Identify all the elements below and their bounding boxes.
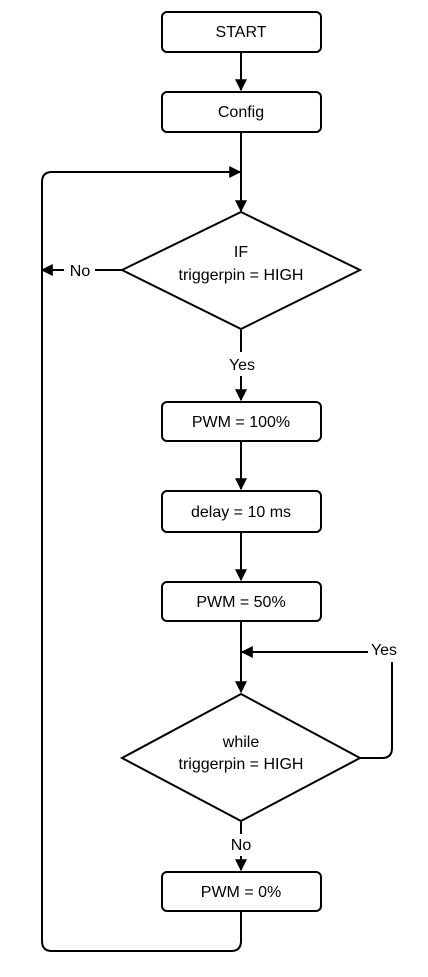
- while-no-label: No: [231, 837, 252, 854]
- node-pwm-0: PWM = 0%: [161, 871, 322, 912]
- start-label: START: [216, 24, 267, 41]
- node-while-decision: while triggerpin = HIGH: [119, 692, 363, 823]
- while-yes-label: Yes: [371, 642, 397, 659]
- node-delay: delay = 10 ms: [161, 490, 322, 533]
- node-pwm-50: PWM = 50%: [161, 581, 322, 622]
- node-config: Config: [161, 91, 322, 133]
- delay-label: delay = 10 ms: [191, 504, 291, 521]
- pwm-100-box: [161, 401, 322, 442]
- while-label-line2: triggerpin = HIGH: [179, 756, 304, 773]
- pwm-0-box: [161, 871, 322, 912]
- pwm-100-label: PWM = 100%: [192, 414, 290, 431]
- if-yes-label: Yes: [229, 357, 255, 374]
- if-label-line1: IF: [234, 244, 248, 261]
- node-pwm-100: PWM = 100%: [161, 401, 322, 442]
- while-label-line1: while: [222, 734, 260, 751]
- if-label-line2: triggerpin = HIGH: [179, 267, 304, 284]
- pwm-50-label: PWM = 50%: [196, 594, 285, 611]
- if-diamond: [119, 210, 363, 331]
- node-if-decision: IF triggerpin = HIGH: [119, 210, 363, 331]
- edges: [40, 52, 393, 952]
- if-no-label: No: [70, 263, 91, 280]
- while-diamond: [119, 692, 363, 823]
- pwm-50-box: [161, 581, 322, 622]
- node-start: START: [161, 11, 322, 53]
- delay-box: [161, 490, 322, 533]
- edge-loop-bottom: [41, 270, 242, 952]
- edge-loop-top: [41, 166, 242, 270]
- config-label: Config: [218, 104, 264, 121]
- start-box: [161, 11, 322, 53]
- edge-while-yes: [360, 662, 393, 759]
- pwm-0-label: PWM = 0%: [201, 884, 281, 901]
- config-box: [161, 91, 322, 133]
